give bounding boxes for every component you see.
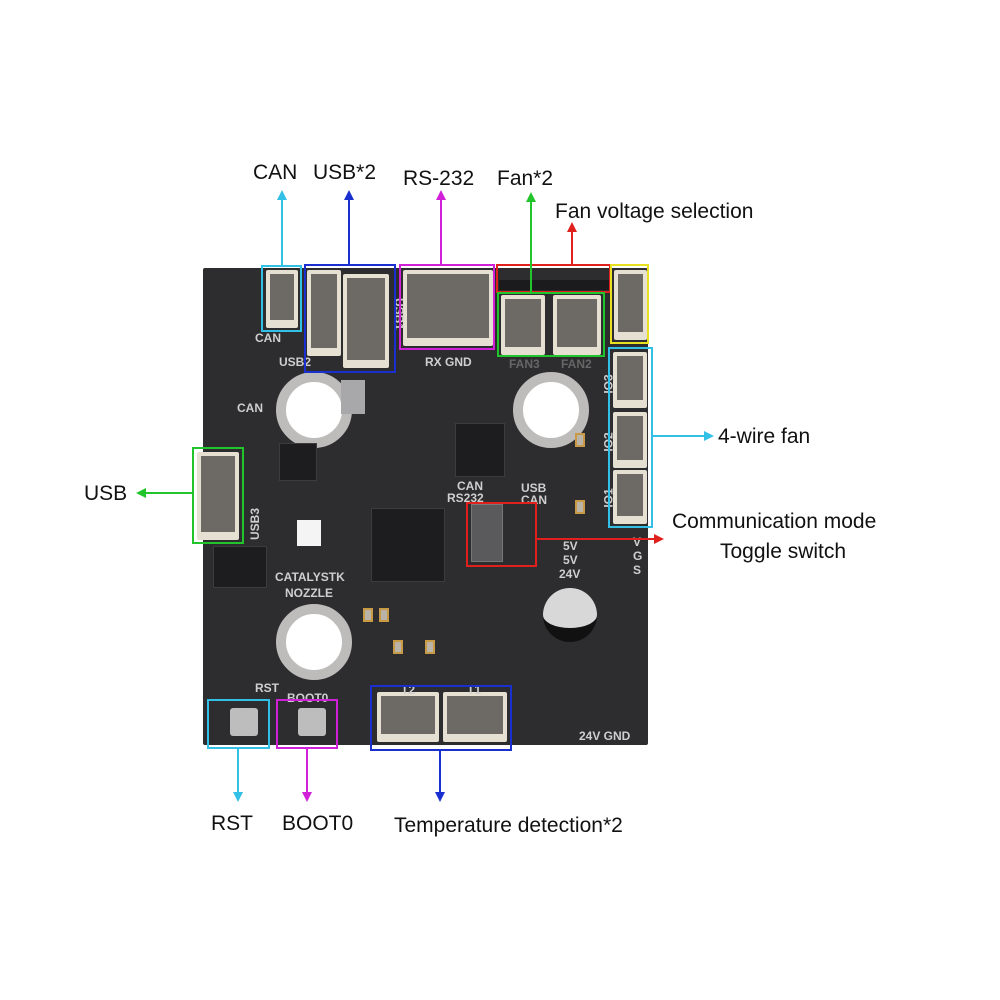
silk-fan2: FAN2	[561, 357, 592, 371]
silk-5v-b: 5V	[563, 553, 578, 567]
label-fan-voltage: Fan voltage selection	[555, 200, 754, 223]
silk-can-mid: CAN	[237, 401, 263, 415]
io2-connector	[613, 412, 647, 468]
four-wire-fan-highlight-box	[608, 347, 653, 528]
extra-connector	[614, 270, 647, 340]
inductor	[341, 380, 365, 414]
fan-voltage-highlight-box	[496, 264, 611, 293]
label-rst: RST	[211, 812, 253, 835]
label-fan2: Fan*2	[497, 167, 554, 190]
fan2-highlight-box	[497, 292, 605, 357]
comm-mode-highlight-box	[466, 502, 537, 567]
mounting-hole	[276, 604, 352, 680]
silk-g: G	[633, 549, 643, 563]
t1-connector	[443, 692, 507, 742]
silk-usb-can-1: USB	[521, 481, 547, 495]
silk-fan3: FAN3	[509, 357, 540, 371]
silk-s: S	[633, 563, 642, 577]
label-rs232: RS-232	[403, 167, 475, 190]
silk-24v-gnd: 24V GND	[579, 729, 631, 743]
silk-rx-gnd: RX GND	[425, 355, 472, 369]
silk-can-rs232-1: CAN	[457, 479, 483, 493]
mcu-chip	[371, 508, 445, 582]
silk-can: CAN	[255, 331, 281, 345]
crystal	[297, 520, 321, 546]
temperature-highlight-box	[370, 685, 512, 751]
label-comm-mode: Communication mode	[672, 510, 877, 533]
can-connector	[266, 270, 298, 328]
label-usb: USB	[84, 482, 128, 505]
usb2-highlight-box	[304, 264, 396, 373]
mounting-hole	[513, 372, 589, 448]
usb1-connector	[343, 274, 389, 368]
silk-24v: 24V	[559, 567, 581, 581]
t2-connector	[377, 692, 439, 742]
silk-brand-2: NOZZLE	[285, 586, 333, 600]
fan3-connector	[501, 295, 545, 355]
label-usb2: USB*2	[313, 161, 377, 184]
boot0-highlight-box	[276, 699, 338, 749]
silk-brand-1: CATALYSTK	[275, 570, 345, 584]
rs232-highlight-box	[399, 264, 495, 350]
rst-button[interactable]	[230, 708, 258, 736]
silk-usb2: USB2	[279, 355, 312, 369]
io1-connector	[613, 470, 647, 524]
label-boot0: BOOT0	[282, 812, 354, 835]
label-temperature: Temperature detection*2	[394, 814, 623, 837]
regulator-chip	[213, 546, 267, 588]
rst-highlight-box	[207, 699, 270, 749]
io3-connector	[613, 352, 647, 408]
boot0-button[interactable]	[298, 708, 326, 736]
label-can: CAN	[253, 161, 298, 184]
can-highlight-box	[261, 265, 302, 332]
label-four-wire-fan: 4-wire fan	[718, 425, 811, 448]
dip-switch	[471, 504, 503, 562]
silk-can-rs232-2: RS232	[447, 491, 484, 505]
silk-5v-a: 5V	[563, 539, 578, 553]
usb3-connector	[197, 452, 239, 540]
silk-rst: RST	[255, 681, 279, 695]
extra-connector-box	[610, 264, 649, 344]
fan-voltage-header	[499, 280, 609, 290]
fan2-connector	[553, 295, 601, 355]
rs232-connector	[403, 270, 493, 346]
label-toggle-switch: Toggle switch	[720, 540, 847, 563]
silk-v: V	[633, 535, 642, 549]
transceiver-chip	[455, 423, 505, 477]
pcb-board: CAN USB2 CAN RX GND FAN3 FAN2 IO3 IO2 IO…	[197, 268, 648, 745]
small-chip	[279, 443, 317, 481]
usb-highlight-box	[192, 447, 244, 544]
usb2-connector	[307, 270, 341, 356]
